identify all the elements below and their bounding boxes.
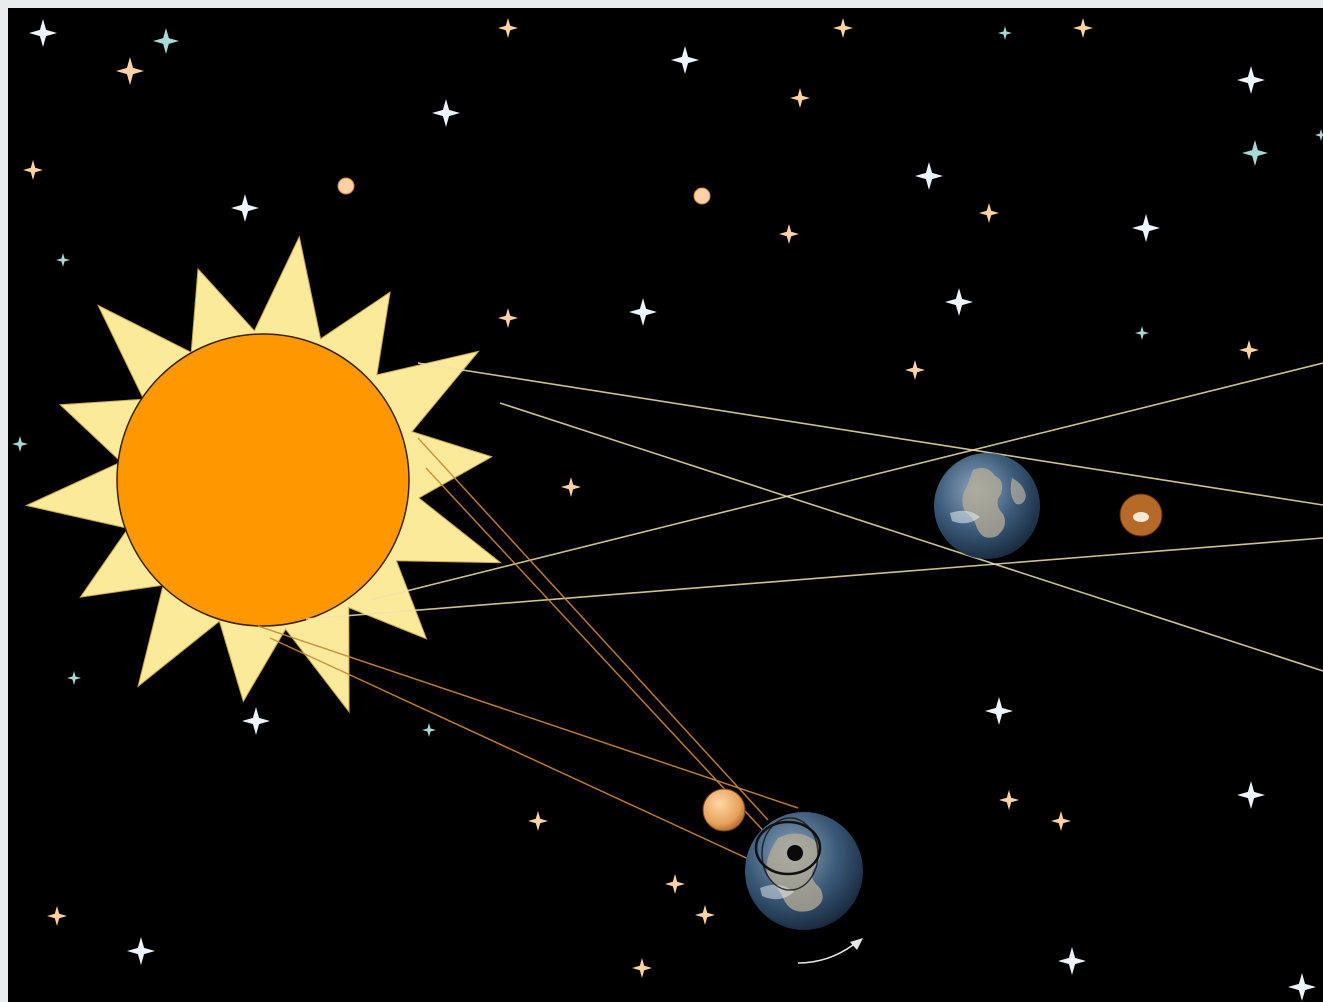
star-icon [23,160,43,180]
star-icon [790,88,810,108]
star-icon [498,18,518,38]
star-icon [1239,340,1259,360]
star-icon [1237,66,1265,94]
star-icon [985,697,1013,725]
star-icon [1051,811,1071,831]
star-icon [629,298,657,326]
star-icon [231,194,259,222]
moon-icon [703,789,745,831]
star-icon [945,288,973,316]
star-icon [432,99,460,127]
moon-icon [1120,494,1162,536]
curved-arrow-icon [798,938,863,963]
animation-frame [8,8,1323,1002]
star-icon [1242,140,1268,166]
star-icon [915,162,943,190]
star-icon [632,958,652,978]
ray-line [370,363,1323,600]
ray-line [418,363,1323,505]
star-icon [47,906,67,926]
star-icon [498,308,518,328]
sun-core [117,334,409,626]
star-icon [1237,781,1265,809]
star-icon [29,19,57,47]
star-icon [116,57,144,85]
light-rays-to-lunar-eclipse [306,363,1323,671]
earth-icon [745,812,863,930]
star-icon [999,790,1019,810]
eclipse-umbra [787,845,803,861]
star-icon [671,46,699,74]
star-icon [1058,947,1086,975]
ray-line [258,626,798,808]
star-icon [1288,973,1316,1001]
star-icon [665,874,685,894]
ray-line [418,438,768,820]
star-icon [1073,18,1093,38]
star-icon [694,188,710,204]
star-icon [528,811,548,831]
star-icon [998,26,1012,40]
star-icon [12,436,28,452]
star-icon [1132,214,1160,242]
star-icon [67,671,81,685]
moon-highlight [1133,512,1149,522]
eclipse-diagram [8,8,1323,1002]
star-icon [242,707,270,735]
star-icon [833,18,853,38]
star-icon [979,203,999,223]
star-icon [695,905,715,925]
star-icon [56,253,70,267]
star-icon [338,178,354,194]
star-icon [561,477,581,497]
ray-line [270,638,768,868]
star-icon [779,224,799,244]
moon-body [703,789,745,831]
star-icon [905,360,925,380]
star-icon [1135,326,1149,340]
star-icon [127,937,155,965]
star-icon [153,28,179,54]
earth-icon [934,453,1040,559]
sun-icon [26,237,500,712]
star-icon [422,723,436,737]
star-icon [1315,129,1323,141]
